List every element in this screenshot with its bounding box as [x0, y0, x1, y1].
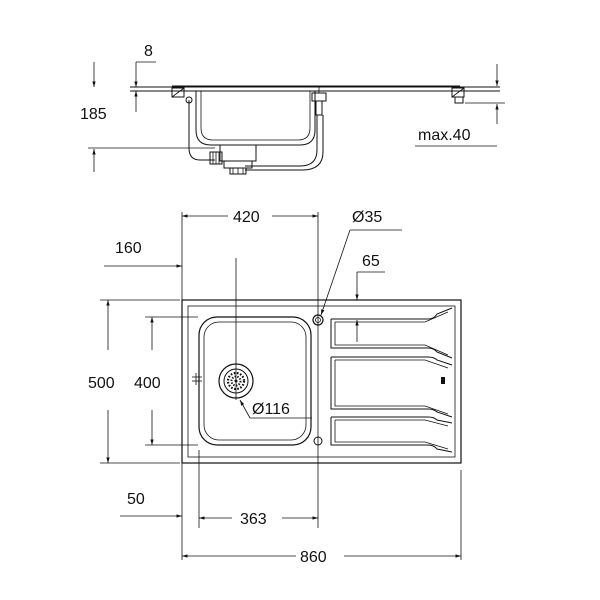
- drainer-rib-1: [330, 307, 453, 359]
- bowl-profile-outer: [195, 91, 316, 146]
- right-clip-hatch: [451, 87, 465, 98]
- bowl-outline: [198, 316, 312, 446]
- dim-d116-label: Ø116: [252, 401, 290, 418]
- drainer-rib-2: [330, 356, 453, 418]
- dim-8-label: 8: [144, 43, 153, 60]
- bowl-profile-inner: [200, 91, 311, 141]
- dim-65-label: 65: [362, 253, 380, 270]
- dim-d116-leader: [239, 399, 251, 419]
- drainer-rib-3: [330, 416, 453, 453]
- dim-d35-leader: [320, 229, 351, 316]
- waste-body: [219, 144, 257, 162]
- dim-363-label: 363: [240, 511, 267, 528]
- overflow-hose-right: [245, 115, 318, 167]
- overflow-fitting: [311, 92, 327, 102]
- right-clip-lower: [454, 96, 464, 104]
- dim-d35-label: Ø35: [352, 209, 382, 226]
- bowl-inner-outline: [203, 321, 307, 441]
- overflow-connector: [315, 100, 323, 116]
- dim-160-label: 160: [115, 240, 142, 257]
- hose-joint: [185, 96, 193, 104]
- dim-500-label: 500: [88, 375, 115, 392]
- dim-860-label: 860: [300, 549, 327, 566]
- top-view: 420 Ø35 65 160 500 400 Ø116 50 363: [88, 209, 462, 566]
- side-view: 8 185 max.40: [80, 43, 505, 175]
- waste-nut: [223, 160, 253, 169]
- overflow-hose-left: [188, 100, 215, 161]
- left-clip-hatch: [171, 87, 185, 98]
- drainer-outlet: [441, 377, 445, 384]
- dim-185-label: 185: [80, 106, 107, 123]
- sink-rim-inner: [187, 305, 456, 458]
- overflow-hose-right-outer: [245, 115, 324, 171]
- dim-max40-label: max.40: [418, 127, 471, 144]
- left-clip: [171, 87, 185, 98]
- dim-420-label: 420: [233, 209, 260, 226]
- dim-50-label: 50: [127, 491, 145, 508]
- dim-400-label: 400: [134, 375, 161, 392]
